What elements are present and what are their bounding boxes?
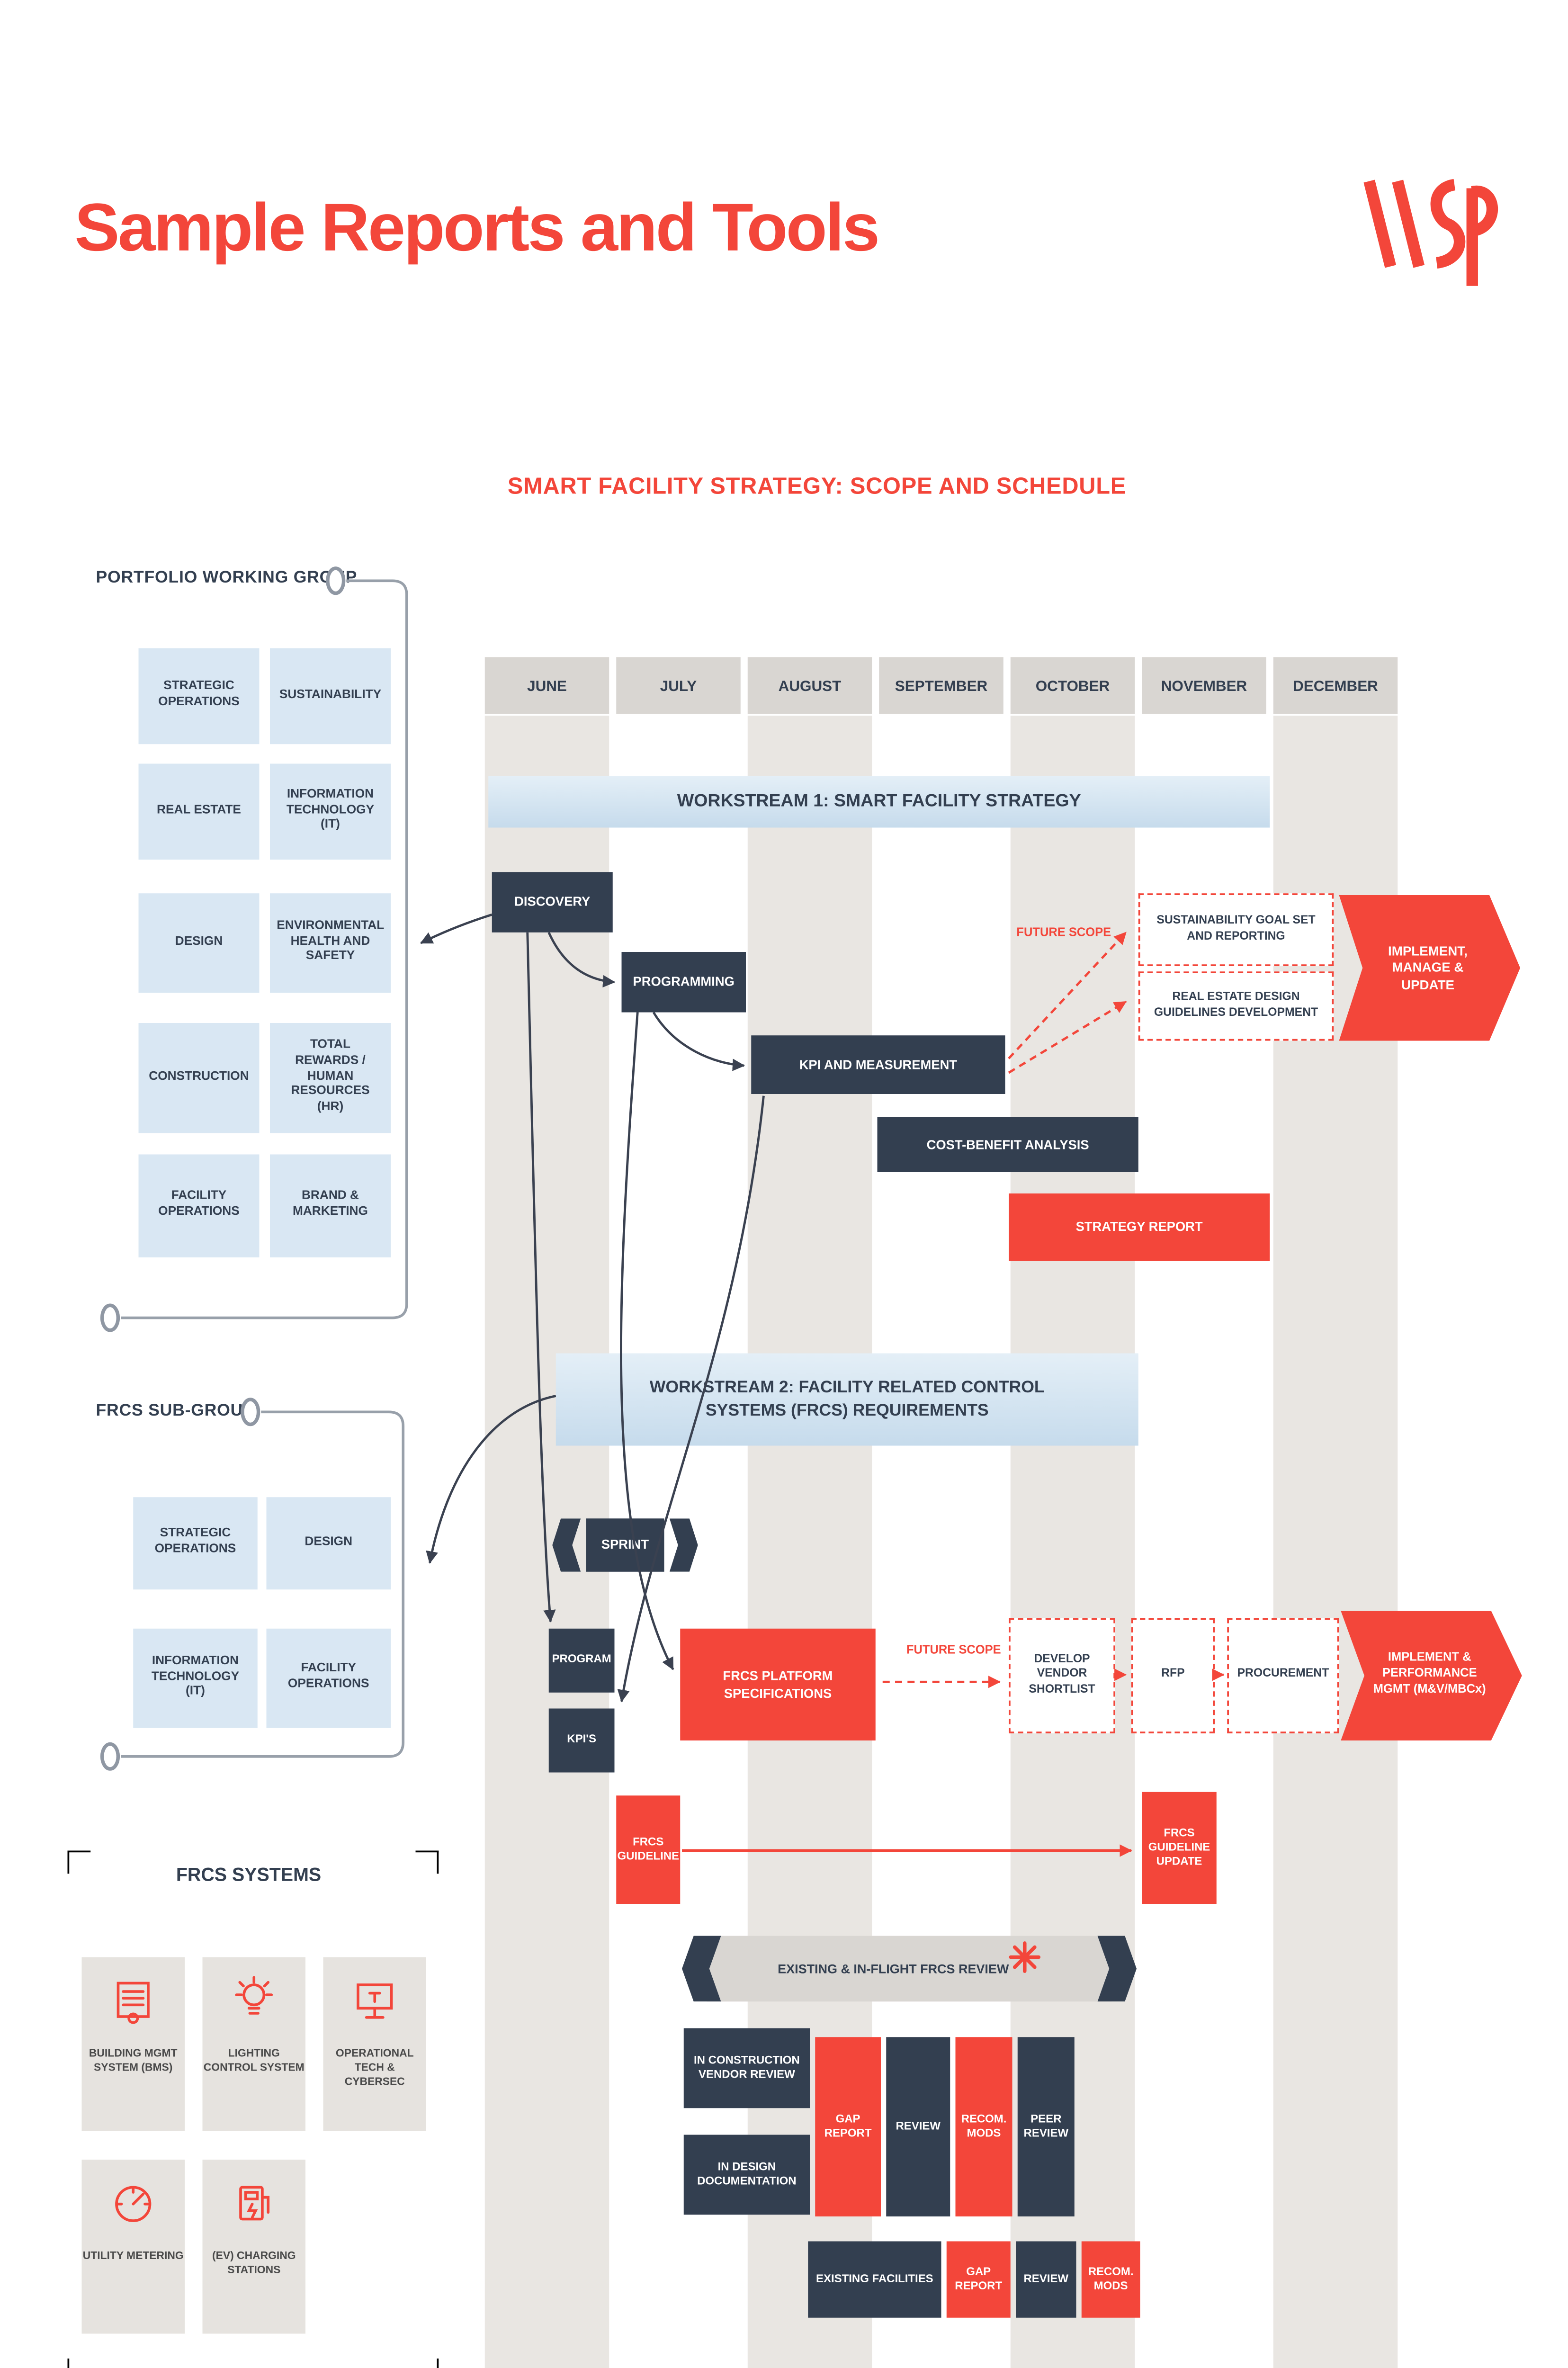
gap-report-box: GAP REPORT <box>946 2241 1011 2318</box>
kpis-box: KPI'S <box>548 1708 615 1773</box>
system-item-label: LIGHTING CONTROL SYSTEM <box>203 2047 305 2074</box>
sprint-box: SPRINT <box>586 1518 664 1572</box>
month-october: OCTOBER <box>1010 657 1135 714</box>
procurement-box: PROCUREMENT <box>1227 1618 1339 1733</box>
building-mgmt-icon <box>105 1973 161 2035</box>
future-scope-label-ws2: FUTURE SCOPE <box>906 1644 1001 1657</box>
month-december: DECEMBER <box>1273 657 1398 714</box>
system-item-utility: UTILITY METERING <box>81 2160 185 2334</box>
month-november: NOVEMBER <box>1142 657 1266 714</box>
future-scope-label-ws1: FUTURE SCOPE <box>1016 927 1111 940</box>
implement-performance-arrow: IMPLEMENT & PERFORMANCE MGMT (M&V/MBCx) <box>1341 1611 1522 1740</box>
system-item-optech: OPERATIONAL TECH & CYBERSEC <box>323 1957 426 2131</box>
programming-box: PROGRAMMING <box>621 952 746 1013</box>
review-box: REVIEW <box>1016 2241 1076 2318</box>
system-item-label: BUILDING MGMT SYSTEM (BMS) <box>89 2047 178 2074</box>
system-item-bms: BUILDING MGMT SYSTEM (BMS) <box>81 1957 185 2131</box>
frcs-subgroup-title: FRCS SUB-GROUP <box>96 1401 255 1421</box>
kpi-measurement-box: KPI AND MEASUREMENT <box>751 1035 1005 1094</box>
workstream2-banner: WORKSTREAM 2: FACILITY RELATED CONTROL S… <box>556 1353 1138 1446</box>
frcs-systems-title: FRCS SYSTEMS <box>176 1865 322 1886</box>
frcs-subgroup-item: DESIGN <box>266 1497 391 1590</box>
month-september: SEPTEMBER <box>879 657 1004 714</box>
portfolio-item: INFORMATION TECHNOLOGY (IT) <box>270 763 391 860</box>
operational-tech-icon <box>346 1973 403 2035</box>
review-box: REVIEW <box>886 2037 950 2216</box>
recom-mods-box: RECOM. MODS <box>955 2037 1012 2216</box>
frcs-guideline-update-box: FRCS GUIDELINE UPDATE <box>1142 1792 1217 1904</box>
month-july: JULY <box>616 657 741 714</box>
real-estate-design-box: REAL ESTATE DESIGN GUIDELINES DEVELOPMEN… <box>1138 971 1334 1041</box>
diagram-title: SMART FACILITY STRATEGY: SCOPE AND SCHED… <box>507 472 1127 499</box>
frcs-guideline-box: FRCS GUIDELINE <box>616 1795 681 1904</box>
page-title: Sample Reports and Tools <box>74 192 880 267</box>
portfolio-item: SUSTAINABILITY <box>270 648 391 744</box>
portfolio-item: STRATEGIC OPERATIONS <box>138 648 260 744</box>
in-design-box: IN DESIGN DOCUMENTATION <box>683 2135 810 2215</box>
discovery-box: DISCOVERY <box>492 872 613 933</box>
portfolio-item: TOTAL REWARDS / HUMAN RESOURCES (HR) <box>270 1023 391 1133</box>
system-item-label: (EV) CHARGING STATIONS <box>212 2250 296 2277</box>
portfolio-group-title: PORTFOLIO WORKING GROUP <box>96 568 358 588</box>
develop-vendor-box: DEVELOP VENDOR SHORTLIST <box>1009 1618 1115 1733</box>
existing-facilities-box: EXISTING FACILITIES <box>808 2241 941 2318</box>
portfolio-item: ENVIRONMENTAL HEALTH AND SAFETY <box>270 893 391 993</box>
system-item-label: UTILITY METERING <box>82 2250 184 2263</box>
portfolio-item: FACILITY OPERATIONS <box>138 1154 260 1257</box>
frame-corner-bl <box>67 2359 91 2368</box>
sprint-chevron-right-icon <box>669 1518 698 1572</box>
portfolio-item: CONSTRUCTION <box>138 1023 260 1133</box>
sustainability-goal-box: SUSTAINABILITY GOAL SET AND REPORTING <box>1138 893 1334 966</box>
portfolio-item: REAL ESTATE <box>138 763 260 860</box>
existing-review-label: EXISTING & IN-FLIGHT FRCS REVIEW <box>778 1961 1009 1977</box>
system-item-label: OPERATIONAL TECH & CYBERSEC <box>335 2047 414 2089</box>
frcs-subgroup-item: STRATEGIC OPERATIONS <box>133 1497 258 1590</box>
system-item-ev: (EV) CHARGING STATIONS <box>202 2160 305 2334</box>
cost-benefit-box: COST-BENEFIT ANALYSIS <box>877 1117 1138 1172</box>
frame-corner-tr <box>415 1850 439 1874</box>
peer-review-box: PEER REVIEW <box>1017 2037 1075 2216</box>
frame-corner-br <box>416 2359 439 2368</box>
wsp-logo <box>1353 160 1503 292</box>
portfolio-item: BRAND & MARKETING <box>270 1154 391 1257</box>
lighting-control-icon <box>225 1973 282 2035</box>
implement-manage-arrow: IMPLEMENT, MANAGE & UPDATE <box>1339 895 1520 1041</box>
frcs-subgroup-item: FACILITY OPERATIONS <box>266 1628 391 1728</box>
gap-report-box: GAP REPORT <box>815 2037 881 2216</box>
month-june: JUNE <box>484 657 609 714</box>
existing-review-band: EXISTING & IN-FLIGHT FRCS REVIEW <box>682 1936 1137 2002</box>
utility-metering-icon <box>105 2176 161 2238</box>
frcs-platform-box: FRCS PLATFORM SPECIFICATIONS <box>680 1628 876 1740</box>
frcs-subgroup-item: INFORMATION TECHNOLOGY (IT) <box>133 1628 258 1728</box>
portfolio-item: DESIGN <box>138 893 260 993</box>
frame-corner-tl <box>67 1850 91 1874</box>
workstream1-banner: WORKSTREAM 1: SMART FACILITY STRATEGY <box>488 776 1270 828</box>
schedule-star-icon <box>1009 1941 1041 1982</box>
strategy-report-box: STRATEGY REPORT <box>1009 1193 1270 1261</box>
recom-mods-box: RECOM. MODS <box>1081 2241 1140 2318</box>
program-box: PROGRAM <box>548 1628 615 1693</box>
rfp-box: RFP <box>1131 1618 1215 1733</box>
workstream2-banner-line2: SYSTEMS (FRCS) REQUIREMENTS <box>705 1401 989 1421</box>
ev-charging-icon <box>225 2176 282 2238</box>
in-construction-box: IN CONSTRUCTION VENDOR REVIEW <box>683 2028 810 2108</box>
system-item-lighting: LIGHTING CONTROL SYSTEM <box>202 1957 305 2131</box>
month-august: AUGUST <box>747 657 872 714</box>
workstream2-banner-line1: WORKSTREAM 2: FACILITY RELATED CONTROL <box>649 1377 1045 1398</box>
proprietary-label: PROPRIETARY <box>11 2087 39 2368</box>
